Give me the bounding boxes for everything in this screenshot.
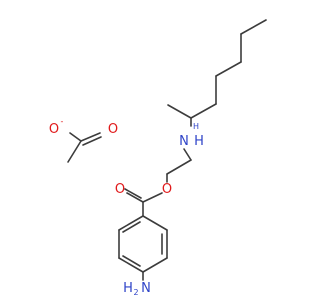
bond-acetate-c-o-single [69, 132, 82, 142]
carbonyl-oxygen: O [115, 182, 125, 197]
amine-nitrogen-group: N H H [179, 122, 204, 149]
acetate-oxygen-double: O [108, 122, 118, 137]
acetate-oxygen-minus: O [49, 122, 59, 137]
bond-o-carbonyl-c [142, 192, 163, 203]
amine-nitrogen: N [179, 134, 189, 149]
bond-carbonyl-double-2 [124, 188, 142, 199]
ring-bond-1 [142, 215, 168, 231]
amine-hydrogen-top: H [193, 122, 199, 131]
ethyl-linker [166, 148, 192, 183]
aniline-amino-group: H 2 N [123, 281, 151, 297]
ring-bond-6 [118, 215, 144, 231]
aniline-hydrogen-count: 2 [133, 288, 138, 297]
bond-chain-1 [240, 19, 267, 35]
bond-n-ch2 [183, 148, 192, 161]
ring-double-3 [122, 221, 141, 233]
bond-acetate-c-c [67, 140, 82, 163]
ring-bond-4 [118, 257, 144, 273]
structure-diagram: O - O N H H O O [49, 19, 267, 297]
octyl-chain [167, 19, 267, 127]
benzene-ring [118, 215, 168, 281]
ester-oxygen: O [162, 182, 172, 197]
ester-group: O O [115, 182, 172, 217]
ring-bond-3 [142, 257, 168, 273]
bond-chain-5 [190, 103, 217, 119]
amine-hydrogen: H [194, 134, 204, 149]
ring-double-2 [122, 255, 141, 267]
acetate-ion: O - O [49, 117, 118, 163]
bond-chain-6 [167, 104, 192, 119]
aniline-hydrogen: H [123, 281, 133, 296]
bond-acetate-c-o-double-1 [80, 132, 101, 142]
molecule-canvas: O - O N H H O O [48, 19, 267, 297]
bond-acetate-c-o-double-2 [82, 136, 102, 146]
bond-chain-3 [215, 61, 242, 77]
aniline-nitrogen: N [141, 281, 151, 296]
acetate-negative-charge: - [61, 117, 64, 126]
bond-ch2-ch2 [166, 159, 192, 175]
bond-carbonyl-double-1 [126, 192, 144, 203]
